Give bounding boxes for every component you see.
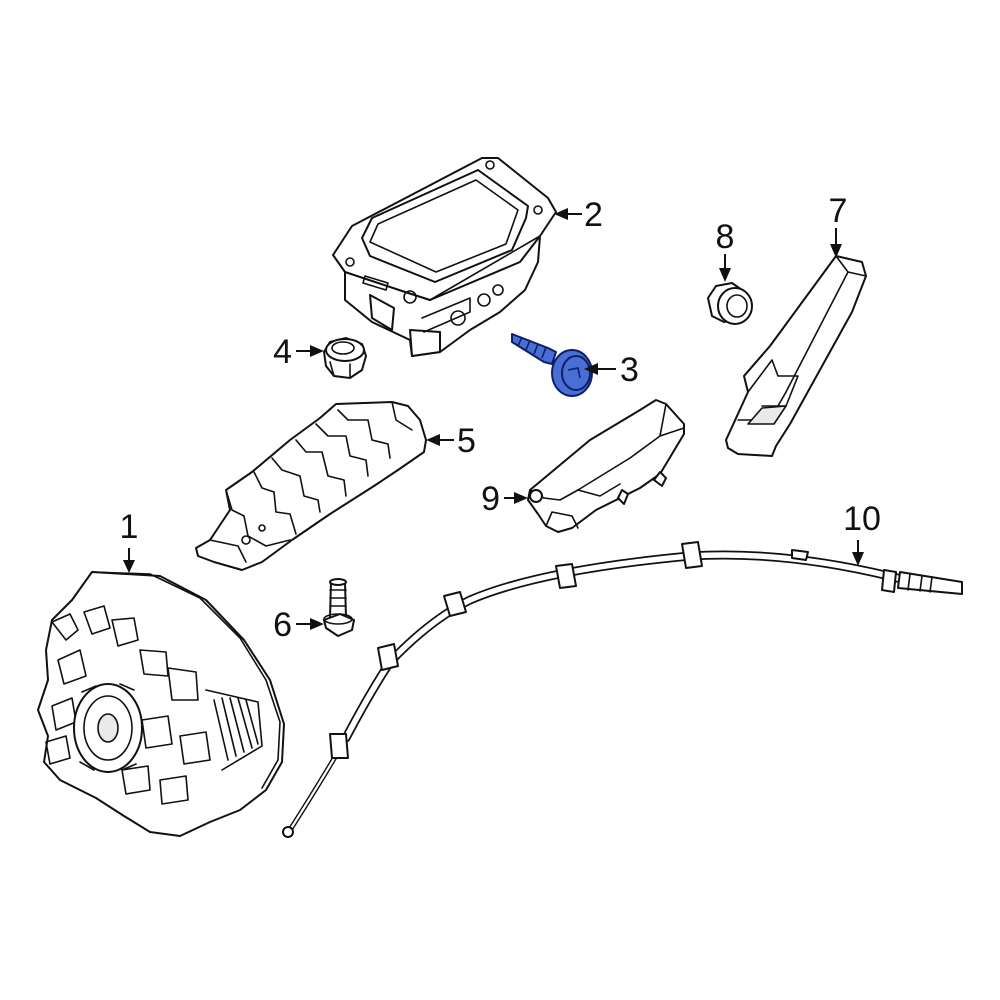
callout-label-8: 8: [716, 218, 735, 256]
part-3-bolt[interactable]: [511, 333, 593, 397]
callout-label-3: 3: [620, 351, 639, 389]
part-5-knee-airbag[interactable]: [195, 401, 427, 571]
callout-label-10: 10: [843, 500, 881, 538]
part-8-clip[interactable]: [707, 282, 753, 325]
part-7-side-airbag[interactable]: [725, 255, 867, 457]
part-6-bolt[interactable]: [323, 578, 355, 637]
part-9-airbag-module[interactable]: [527, 399, 685, 533]
callout-1: 1: [120, 508, 139, 573]
callout-label-6: 6: [273, 606, 292, 644]
part-10-wire-harness[interactable]: [282, 541, 963, 838]
callout-label-9: 9: [481, 480, 500, 518]
callout-label-4: 4: [273, 333, 292, 371]
callout-8: 8: [716, 218, 735, 282]
callout-6: 6: [273, 606, 324, 644]
callout-label-1: 1: [120, 508, 139, 546]
callout-4: 4: [273, 333, 324, 371]
callout-label-5: 5: [457, 422, 476, 460]
callout-label-7: 7: [829, 192, 848, 230]
part-1-driver-airbag[interactable]: [37, 571, 285, 837]
callout-9: 9: [481, 480, 528, 518]
callout-label-2: 2: [584, 196, 603, 234]
callout-3: 3: [584, 351, 639, 389]
callout-2: 2: [554, 196, 603, 234]
callout-7: 7: [829, 192, 848, 258]
callout-5: 5: [426, 422, 476, 460]
part-4-nut[interactable]: [323, 337, 367, 379]
callout-10: 10: [843, 500, 881, 566]
part-2-airbag-module[interactable]: [332, 157, 557, 357]
